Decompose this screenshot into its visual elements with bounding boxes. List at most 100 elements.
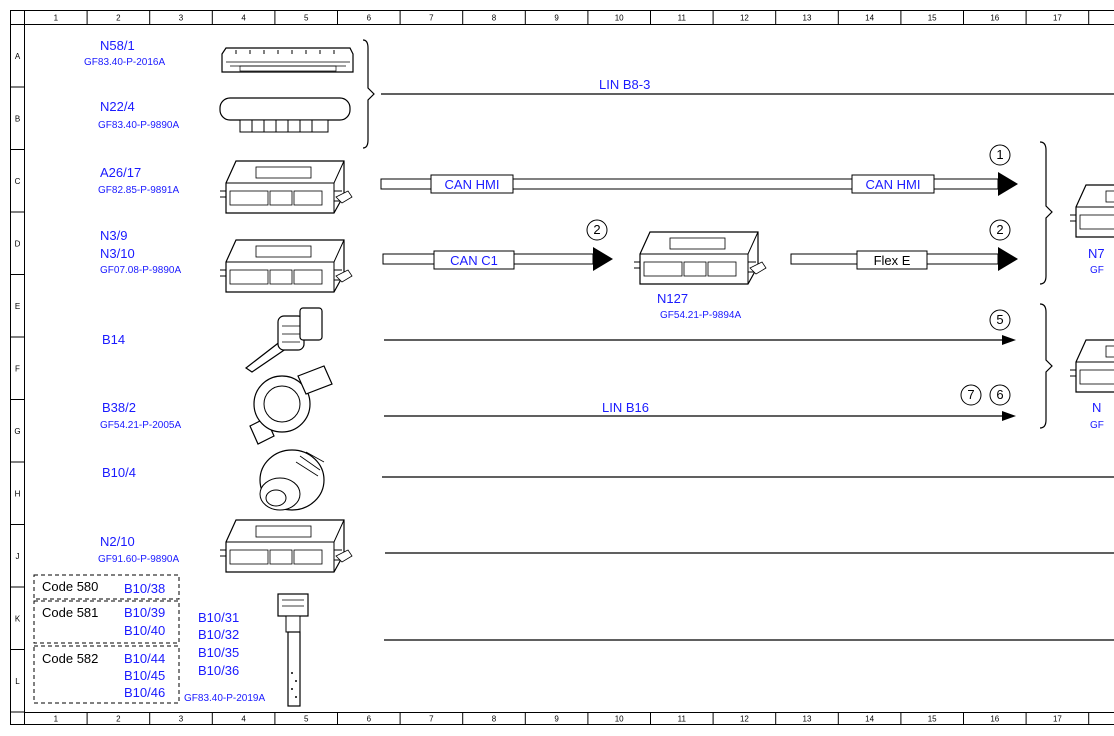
marker-flex-e-num: 2 (996, 222, 1003, 237)
column-label-top: 1 (54, 14, 59, 23)
label-n2-10: N2/10 (100, 534, 135, 549)
row-label: F (15, 364, 20, 373)
tag-can-hmi-2 (851, 174, 935, 194)
column-label-bottom: 13 (803, 715, 812, 724)
code-580-box (33, 574, 180, 600)
control-unit-right-b (1069, 339, 1114, 393)
outer-frame (10, 10, 1114, 725)
switch-panel-n58-1 (221, 47, 354, 73)
code-581-label: Code 581 (42, 605, 98, 620)
label-b10-4: B10/4 (102, 465, 136, 480)
column-label-bottom: 1 (54, 715, 59, 724)
column-label-bottom: 15 (928, 715, 937, 724)
control-unit-right-a (1069, 184, 1114, 238)
code-582-box (33, 645, 180, 704)
marker-flex-e: 2 (989, 219, 1011, 241)
column-label-top: 13 (803, 14, 812, 23)
code-580-label: Code 580 (42, 579, 98, 594)
label-flex-e: Flex E (874, 253, 911, 268)
bracket-right-lower (1039, 303, 1053, 429)
control-unit-n2-10 (219, 519, 353, 573)
code-582-item-1: B10/44 (124, 651, 165, 666)
ref-n22-4: GF83.40-P-9890A (98, 120, 179, 131)
sensor-b10-level (277, 593, 309, 707)
column-label-top: 8 (492, 14, 497, 23)
column-label-bottom: 17 (1053, 715, 1062, 724)
column-label-bottom: 4 (241, 715, 246, 724)
marker-can-c1: 2 (586, 219, 608, 241)
column-label-bottom: 5 (304, 715, 309, 724)
column-label-bottom: 9 (554, 715, 559, 724)
marker-can-c1-num: 2 (593, 222, 600, 237)
label-lin-b16: LIN B16 (602, 400, 649, 415)
label-b14: B14 (102, 332, 125, 347)
row-label: H (15, 489, 21, 498)
column-label-top: 3 (179, 14, 184, 23)
column-label-bottom: 11 (678, 715, 687, 724)
marker-can-hmi: 1 (989, 144, 1011, 166)
bus-can-hmi (380, 172, 1018, 196)
row-label: E (15, 302, 20, 311)
marker-b38-b: 6 (989, 384, 1011, 406)
label-b10-32: B10/32 (198, 627, 239, 642)
marker-b38-a: 7 (960, 384, 982, 406)
control-unit-n127 (633, 231, 767, 285)
column-label-bottom: 16 (990, 715, 999, 724)
column-label-top: 9 (554, 14, 559, 23)
row-label: A (15, 52, 21, 61)
line-b14 (384, 335, 1016, 345)
code-582-label: Code 582 (42, 651, 98, 666)
sensor-b14 (244, 307, 323, 373)
code-581-item-2: B10/40 (124, 623, 165, 638)
label-can-hmi-1: CAN HMI (445, 177, 500, 192)
row-label: K (15, 614, 21, 623)
column-label-bottom: 14 (865, 715, 874, 724)
ref-n127: GF54.21-P-9894A (660, 310, 741, 321)
row-label: D (15, 239, 21, 248)
marker-b14-num: 5 (996, 312, 1003, 327)
ref-b38-2: GF54.21-P-2005A (100, 420, 181, 431)
marker-b38-b-num: 6 (996, 387, 1003, 402)
label-n58-1: N58/1 (100, 38, 135, 53)
marker-can-hmi-num: 1 (996, 147, 1003, 162)
code-581-box (33, 600, 180, 644)
marker-b14: 5 (989, 309, 1011, 331)
label-b10-31: B10/31 (198, 610, 239, 625)
ref-b10-sensors: GF83.40-P-2019A (184, 693, 265, 704)
column-label-top: 10 (615, 14, 624, 23)
column-label-top: 7 (429, 14, 434, 23)
label-n3-10: N3/10 (100, 246, 135, 261)
column-label-bottom: 2 (116, 715, 121, 724)
ref-n2-10: GF91.60-P-9890A (98, 554, 179, 565)
line-lin-b16 (384, 411, 1016, 421)
code-582-item-3: B10/46 (124, 685, 165, 700)
row-label: J (16, 552, 20, 561)
label-b10-35: B10/35 (198, 645, 239, 660)
column-label-top: 4 (241, 14, 246, 23)
tag-can-c1 (433, 250, 515, 270)
label-can-c1: CAN C1 (450, 253, 498, 268)
label-n3-9: N3/9 (100, 228, 127, 243)
column-label-top: 14 (865, 14, 874, 23)
ref-a26-17: GF82.85-P-9891A (98, 185, 179, 196)
ref-n58-1: GF83.40-P-2016A (84, 57, 165, 68)
column-label-top: 5 (304, 14, 309, 23)
column-label-bottom: 7 (429, 715, 434, 724)
label-b38-2: B38/2 (102, 400, 136, 415)
control-unit-a26-17 (219, 160, 353, 214)
bracket-lin (362, 39, 375, 149)
marker-b38-a-num: 7 (967, 387, 974, 402)
column-label-bottom: 8 (492, 715, 497, 724)
column-label-bottom: 10 (615, 715, 624, 724)
label-right-a: N7 (1088, 246, 1105, 261)
bracket-right-upper (1039, 141, 1053, 285)
ref-right-b: GF (1090, 420, 1104, 431)
code-582-item-2: B10/45 (124, 668, 165, 683)
column-label-top: 16 (990, 14, 999, 23)
row-label: L (15, 677, 20, 686)
label-b10-36: B10/36 (198, 663, 239, 678)
switch-panel-n22-4 (219, 97, 351, 133)
tag-can-hmi-1 (430, 174, 514, 194)
